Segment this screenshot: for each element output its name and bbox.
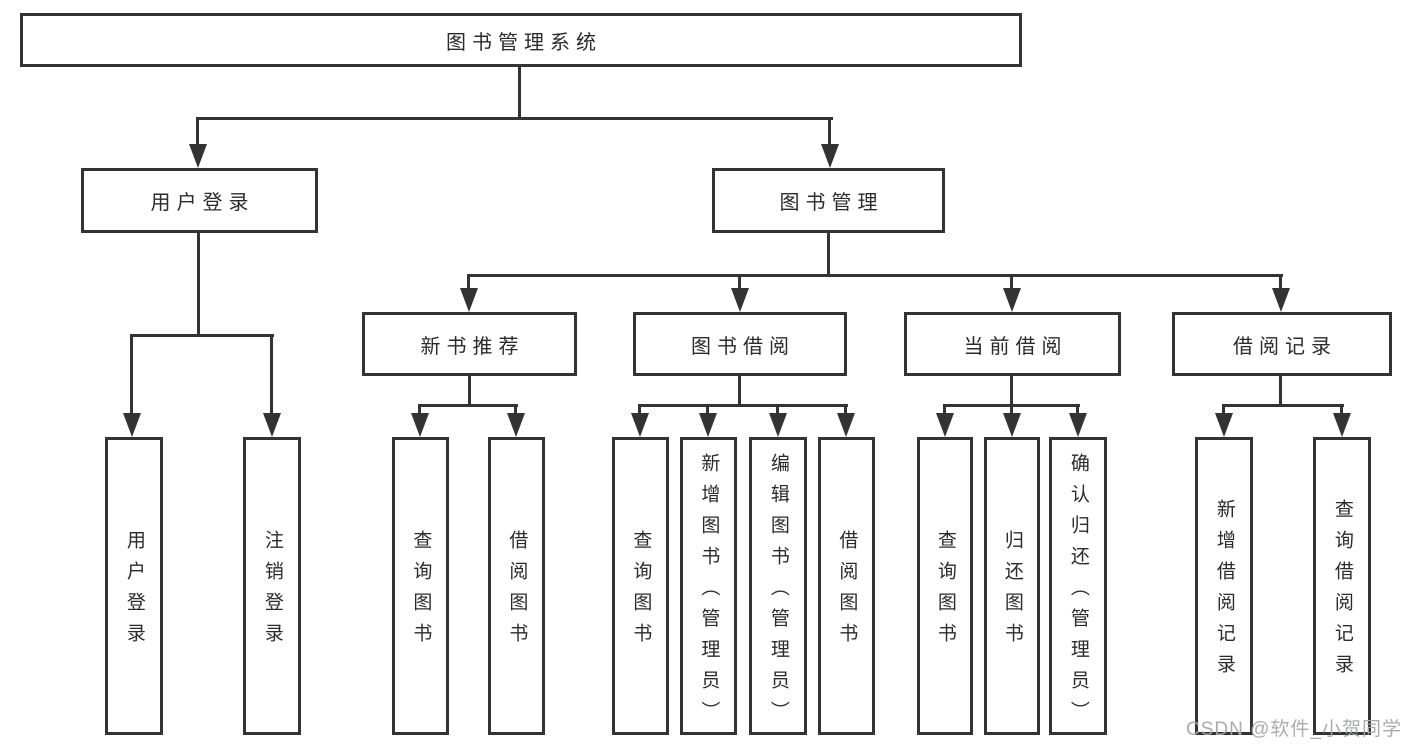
leaf-query-book-3-label: 查询图书	[934, 530, 956, 654]
arrowhead-icon	[1215, 413, 1233, 437]
node-current-borrow-label: 当前借阅	[963, 335, 1068, 358]
arrowhead-icon	[699, 413, 717, 437]
arrow-to-leaf-query-book-3	[936, 404, 954, 437]
arrowhead-icon	[460, 288, 478, 312]
leaf-query-book-1: 查询图书	[392, 437, 449, 735]
connector-borrow-record-stem	[1279, 376, 1282, 407]
leaf-logout-label: 注销登录	[261, 530, 283, 654]
leaf-return-book: 归还图书	[984, 437, 1040, 735]
arrowhead-icon	[1003, 413, 1021, 437]
arrow-to-current-borrow	[1003, 274, 1021, 312]
connector-book-borrow-rail	[639, 404, 848, 407]
leaf-query-book-1-label: 查询图书	[410, 530, 432, 654]
arrow-to-book-borrow	[731, 274, 749, 312]
node-book-borrow: 图书借阅	[633, 312, 847, 376]
node-borrow-record: 借阅记录	[1172, 312, 1392, 376]
leaf-edit-book-admin-label: 编辑图书（管理员）	[767, 452, 789, 732]
csdn-watermark: CSDN @软件_小贺同学	[1186, 719, 1402, 740]
node-book-management-label: 图书管理	[779, 192, 884, 214]
node-new-book-recommend-label: 新书推荐	[420, 335, 525, 358]
leaf-query-borrow-record: 查询借阅记录	[1313, 437, 1371, 735]
arrowhead-icon	[1333, 413, 1351, 437]
node-root-label: 图书管理系统	[446, 31, 602, 54]
connector-book-management-stem	[827, 233, 830, 277]
leaf-user-login-label: 用户登录	[123, 530, 145, 654]
leaf-query-book-2-label: 查询图书	[630, 530, 652, 654]
arrow-to-leaf-query-book-1	[411, 404, 429, 437]
connector-borrow-record-rail	[1222, 404, 1344, 407]
connector-root-stem	[518, 67, 521, 120]
leaf-query-book-2: 查询图书	[612, 437, 669, 735]
leaf-user-login: 用户登录	[105, 437, 163, 735]
arrow-to-leaf-return-book	[1003, 404, 1021, 437]
connector-root-rail	[197, 117, 833, 120]
leaf-return-book-label: 归还图书	[1001, 530, 1023, 654]
leaf-add-borrow-record-label: 新增借阅记录	[1213, 499, 1235, 685]
connector-user-login-rail	[131, 334, 274, 337]
arrowhead-icon	[769, 413, 787, 437]
arrow-to-leaf-add-record	[1215, 404, 1233, 437]
arrowhead-icon	[837, 413, 855, 437]
arrow-to-new-book-recommend	[460, 274, 478, 312]
arrowhead-icon	[123, 413, 141, 437]
leaf-borrow-book-2: 借阅图书	[818, 437, 875, 735]
arrowhead-icon	[731, 288, 749, 312]
arrowhead-icon	[263, 413, 281, 437]
node-borrow-record-label: 借阅记录	[1233, 335, 1337, 358]
leaf-edit-book-admin: 编辑图书（管理员）	[749, 437, 807, 735]
leaf-borrow-book-2-label: 借阅图书	[836, 530, 858, 654]
arrowhead-icon	[507, 413, 525, 437]
node-user-login: 用户登录	[81, 168, 318, 233]
connector-new-book-recommend-rail	[419, 404, 518, 407]
arrow-to-leaf-query-book-2	[631, 404, 649, 437]
arrowhead-icon	[936, 413, 954, 437]
leaf-query-book-3: 查询图书	[917, 437, 973, 735]
arrowhead-icon	[821, 144, 839, 168]
connector-new-book-recommend-stem	[468, 376, 471, 407]
arrow-to-leaf-query-record	[1333, 404, 1351, 437]
node-current-borrow: 当前借阅	[904, 312, 1121, 376]
arrowhead-icon	[631, 413, 649, 437]
arrow-to-leaf-confirm-return	[1069, 404, 1087, 437]
arrowhead-icon	[1272, 288, 1290, 312]
leaf-add-book-admin: 新增图书（管理员）	[680, 437, 737, 735]
connector-current-borrow-stem	[1010, 376, 1013, 407]
arrow-to-user-login	[189, 117, 207, 168]
arrow-to-leaf-edit-book	[769, 404, 787, 437]
arrow-to-leaf-add-book	[699, 404, 717, 437]
leaf-add-borrow-record: 新增借阅记录	[1195, 437, 1253, 735]
arrowhead-icon	[411, 413, 429, 437]
leaf-confirm-return-admin-label: 确认归还（管理员）	[1067, 452, 1089, 732]
arrow-to-leaf-borrow-book-2	[837, 404, 855, 437]
node-root: 图书管理系统	[20, 13, 1022, 67]
leaf-borrow-book-1-label: 借阅图书	[506, 530, 528, 654]
connector-book-management-rail	[468, 274, 1283, 277]
node-book-borrow-label: 图书借阅	[691, 335, 795, 358]
connector-user-login-stem	[197, 233, 200, 337]
leaf-logout: 注销登录	[243, 437, 301, 735]
arrowhead-icon	[1069, 413, 1087, 437]
arrowhead-icon	[189, 144, 207, 168]
leaf-query-borrow-record-label: 查询借阅记录	[1331, 499, 1353, 685]
connector-book-borrow-stem	[738, 376, 741, 407]
leaf-confirm-return-admin: 确认归还（管理员）	[1049, 437, 1107, 735]
leaf-borrow-book-1: 借阅图书	[488, 437, 545, 735]
arrow-to-leaf-borrow-book-1	[507, 404, 525, 437]
leaf-add-book-admin-label: 新增图书（管理员）	[698, 452, 720, 732]
arrow-to-leaf-logout	[263, 334, 281, 437]
node-user-login-label: 用户登录	[150, 192, 255, 214]
node-new-book-recommend: 新书推荐	[362, 312, 577, 376]
node-book-management: 图书管理	[712, 168, 945, 233]
arrow-to-leaf-user-login	[123, 334, 141, 437]
arrow-to-book-management	[821, 117, 839, 168]
arrowhead-icon	[1003, 288, 1021, 312]
arrow-to-borrow-record	[1272, 274, 1290, 312]
